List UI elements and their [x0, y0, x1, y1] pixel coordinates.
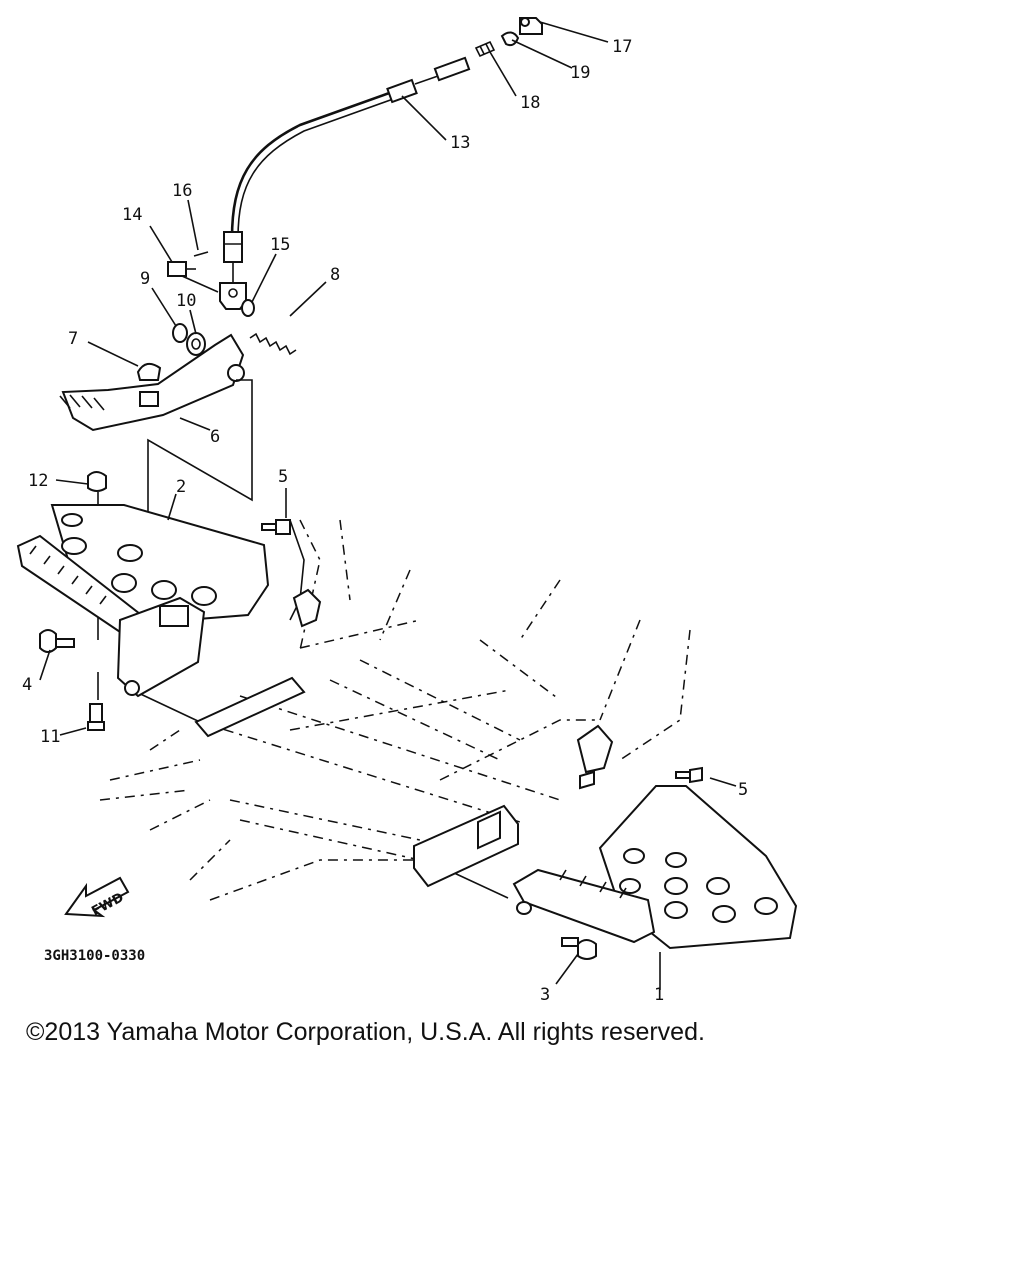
- callout-15: 15: [270, 235, 290, 255]
- right-footrest-bracket: [512, 766, 798, 960]
- callout-12: 12: [28, 471, 48, 491]
- parts-diagram: 1 2 3 4 5 5 6 7 8 9 10 11 12 13 14 15 16…: [16, 17, 798, 1005]
- callout-5a: 5: [278, 467, 288, 487]
- callout-5b: 5: [738, 780, 748, 800]
- pedal-small-parts: [167, 251, 297, 356]
- callout-9: 9: [140, 269, 150, 289]
- copyright-notice: ©2013 Yamaha Motor Corporation, U.S.A. A…: [26, 1018, 705, 1046]
- bolts-left: [39, 471, 291, 731]
- callout-16: 16: [172, 181, 192, 201]
- brake-pedal: [59, 333, 245, 432]
- left-footrest-bracket: [16, 504, 270, 698]
- callout-17: 17: [612, 37, 632, 57]
- callout-7: 7: [68, 329, 78, 349]
- callout-1: 1: [654, 985, 664, 1005]
- callout-8: 8: [330, 265, 340, 285]
- callout-13: 13: [450, 133, 470, 153]
- callout-2: 2: [176, 477, 186, 497]
- callout-18: 18: [520, 93, 540, 113]
- brake-cable: [219, 56, 471, 310]
- callout-19: 19: [570, 63, 590, 83]
- callout-4: 4: [22, 675, 32, 695]
- callout-6: 6: [210, 427, 220, 447]
- callout-labels: 1 2 3 4 5 5 6 7 8 9 10 11 12 13 14 15 16…: [22, 37, 748, 1005]
- callout-3: 3: [540, 985, 550, 1005]
- callout-11: 11: [40, 727, 60, 747]
- fwd-direction-arrow: FWD: [64, 876, 130, 919]
- callout-14: 14: [122, 205, 142, 225]
- callout-10: 10: [176, 291, 196, 311]
- frame-cross-member: [194, 519, 614, 888]
- cable-adjuster-parts: [474, 17, 543, 58]
- drawing-code: 3GH3100-0330: [44, 948, 145, 964]
- callout-leaders: [39, 21, 737, 990]
